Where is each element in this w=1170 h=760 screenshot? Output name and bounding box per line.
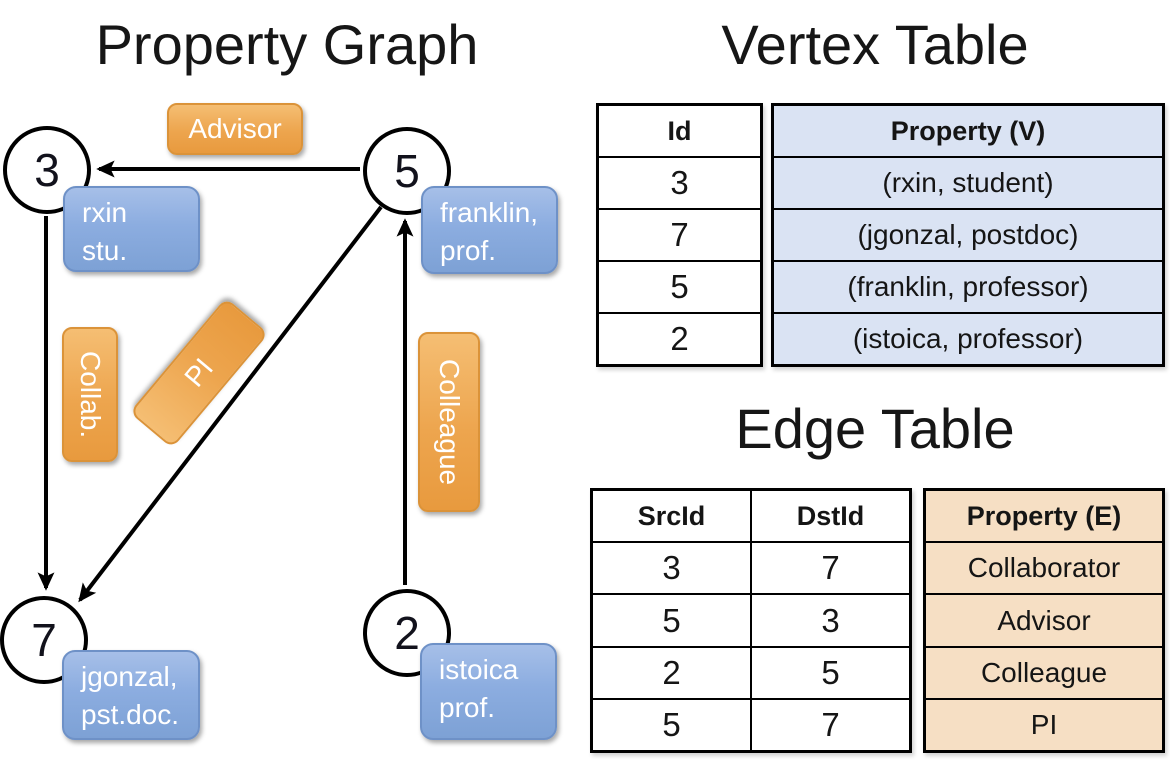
vertex-table-property-cell: (jgonzal, postdoc) [774, 208, 1162, 260]
edge-table-row: 3 7 [593, 541, 909, 594]
edge-table-property-cell: Collaborator [926, 541, 1162, 593]
edge-table-dstid-cell: 7 [750, 543, 909, 594]
vertex-property-line: rxin [82, 197, 128, 228]
vertex-table-id-column: Id 3 7 5 2 [596, 103, 763, 367]
vertex-table-id-header: Id [667, 115, 692, 146]
edge-table-srcid-cell: 5 [662, 705, 681, 743]
vertex-property-line: prof. [440, 235, 497, 266]
vertex-table-property-header: Property (V) [890, 115, 1046, 146]
edge-label-advisor: Advisor [167, 103, 303, 155]
vertex-property-line: jgonzal, [81, 661, 178, 692]
vertex-table-id-cell: 5 [599, 260, 760, 312]
edge-table-title: Edge Table [735, 397, 1015, 460]
vertex-table-property-column: Property (V) (rxin, student) (jgonzal, p… [771, 103, 1165, 367]
edge-table-srcid-cell: 5 [662, 601, 681, 639]
vertex-property-box-rxin: rxin stu. [63, 186, 200, 272]
vertex-table-id-cell: 7 [599, 208, 760, 260]
vertex-property-box-istoica: istoica prof. [420, 643, 557, 740]
vertex-property-box-jgonzal: jgonzal, pst.doc. [62, 650, 200, 740]
edge-table-property-cell: Advisor [926, 593, 1162, 645]
vertex-property-line: stu. [82, 235, 128, 266]
vertex-table-property-cell: (rxin, student) [774, 156, 1162, 208]
edge-table-id-columns: SrcId DstId 3 7 5 3 2 5 5 7 [590, 488, 912, 753]
vertex-property-box-franklin: franklin, prof. [421, 186, 558, 274]
vertex-table-title: Vertex Table [721, 13, 1029, 76]
edge-label-collab: Collab. [62, 327, 118, 462]
edge-table-dstid-cell: 5 [750, 647, 909, 698]
edge-table-dstid-cell: 7 [750, 699, 909, 751]
edge-table-dstid-header: DstId [750, 491, 909, 542]
vertex-property-line: pst.doc. [81, 699, 180, 730]
vertex-table-property-cell: (istoica, professor) [774, 312, 1162, 364]
edge-label-pi: PI [129, 297, 269, 449]
edge-table-srcid-header: SrcId [637, 500, 706, 531]
edge-table-property-header: Property (E) [966, 500, 1122, 531]
edge-table-srcid-cell: 2 [662, 653, 681, 691]
edge-table-row: 2 5 [593, 645, 909, 698]
edge-table-dstid-cell: 3 [750, 595, 909, 646]
edge-table-property-cell: PI [926, 697, 1162, 750]
vertex-table-property-cell: (franklin, professor) [774, 260, 1162, 312]
vertex-table-id-cell: 3 [599, 156, 760, 208]
edge-table-row: 5 7 [593, 697, 909, 751]
vertex-node-3: 3 [3, 126, 91, 214]
edge-table-srcid-cell: 3 [662, 549, 681, 587]
property-graph-title: Property Graph [95, 13, 479, 76]
vertex-property-line: prof. [439, 692, 496, 723]
vertex-property-line: franklin, [440, 197, 539, 228]
edge-table-property-cell: Colleague [926, 645, 1162, 698]
vertex-node-5: 5 [363, 127, 451, 215]
vertex-table-id-cell: 2 [599, 312, 760, 364]
vertex-property-line: istoica [439, 654, 519, 685]
edge-label-colleague: Colleague [418, 332, 480, 512]
edge-table-row: 5 3 [593, 593, 909, 646]
edge-table-property-column: Property (E) Collaborator Advisor Collea… [923, 488, 1165, 753]
